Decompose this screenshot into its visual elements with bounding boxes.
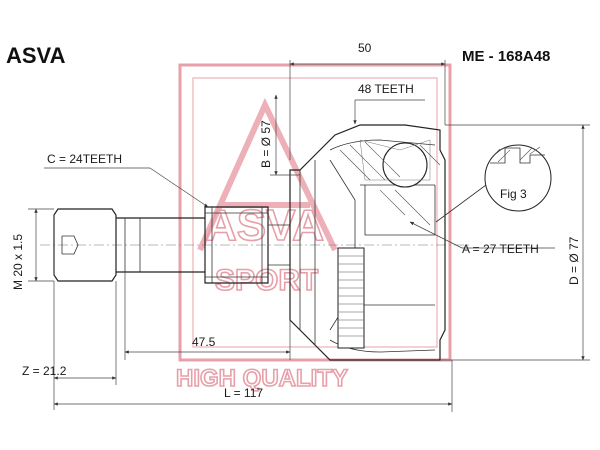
joint-housing [289,124,446,361]
detail-circle [484,144,552,212]
dim-outer-teeth-label: 48 TEETH [358,82,414,96]
watermark-sub: SPORT [215,264,318,297]
watermark-tagline: HIGH QUALITY [176,365,348,392]
dim-z: Z = 21.2 [22,281,117,410]
dim-spline-a-label: A = 27 TEETH [462,242,539,256]
part-number: ME - 168A48 [462,48,550,65]
dim-spline-c: C = 24TEETH [44,152,209,208]
dim-outer-teeth: 48 TEETH [353,82,425,125]
dim-top-length-label: 50 [358,41,372,55]
threaded-end [53,208,117,282]
abs-tone-ring [337,247,365,349]
dim-outer-diameter: D = Ø 77 [440,124,590,361]
dim-shaft-length: 47.5 [124,272,291,360]
shaft-neck [116,217,205,273]
dim-thread-label: M 20 x 1.5 [11,234,25,290]
dim-spline-a: A = 27 TEETH [409,221,555,256]
dim-top-length: 50 [289,41,446,160]
splined-shaft [204,206,290,284]
dim-thread: M 20 x 1.5 [11,208,54,290]
watermark-inner-frame [192,77,438,348]
ball-cage [339,139,441,236]
dim-z-label: Z = 21.2 [22,364,67,378]
dim-total-length-label: L = 117 [224,386,263,400]
figure-label: Fig 3 [500,187,527,201]
dim-total-length: L = 117 [53,360,453,412]
brand-title: ASVA [6,43,66,68]
ball [382,142,428,188]
dim-bore-diameter-label: B = Ø 57 [259,120,273,168]
watermark: ASVA SPORT HIGH QUALITY [175,63,452,393]
watermark-logo-mark [197,97,338,252]
dim-shaft-length-label: 47.5 [192,335,216,349]
dim-outer-diameter-label: D = Ø 77 [567,236,581,285]
dim-bore-diameter: B = Ø 57 [259,94,300,176]
dim-spline-c-label: C = 24TEETH [47,152,122,166]
watermark-brand: ASVA [205,201,324,250]
detail-fig3: Fig 3 [435,144,552,223]
